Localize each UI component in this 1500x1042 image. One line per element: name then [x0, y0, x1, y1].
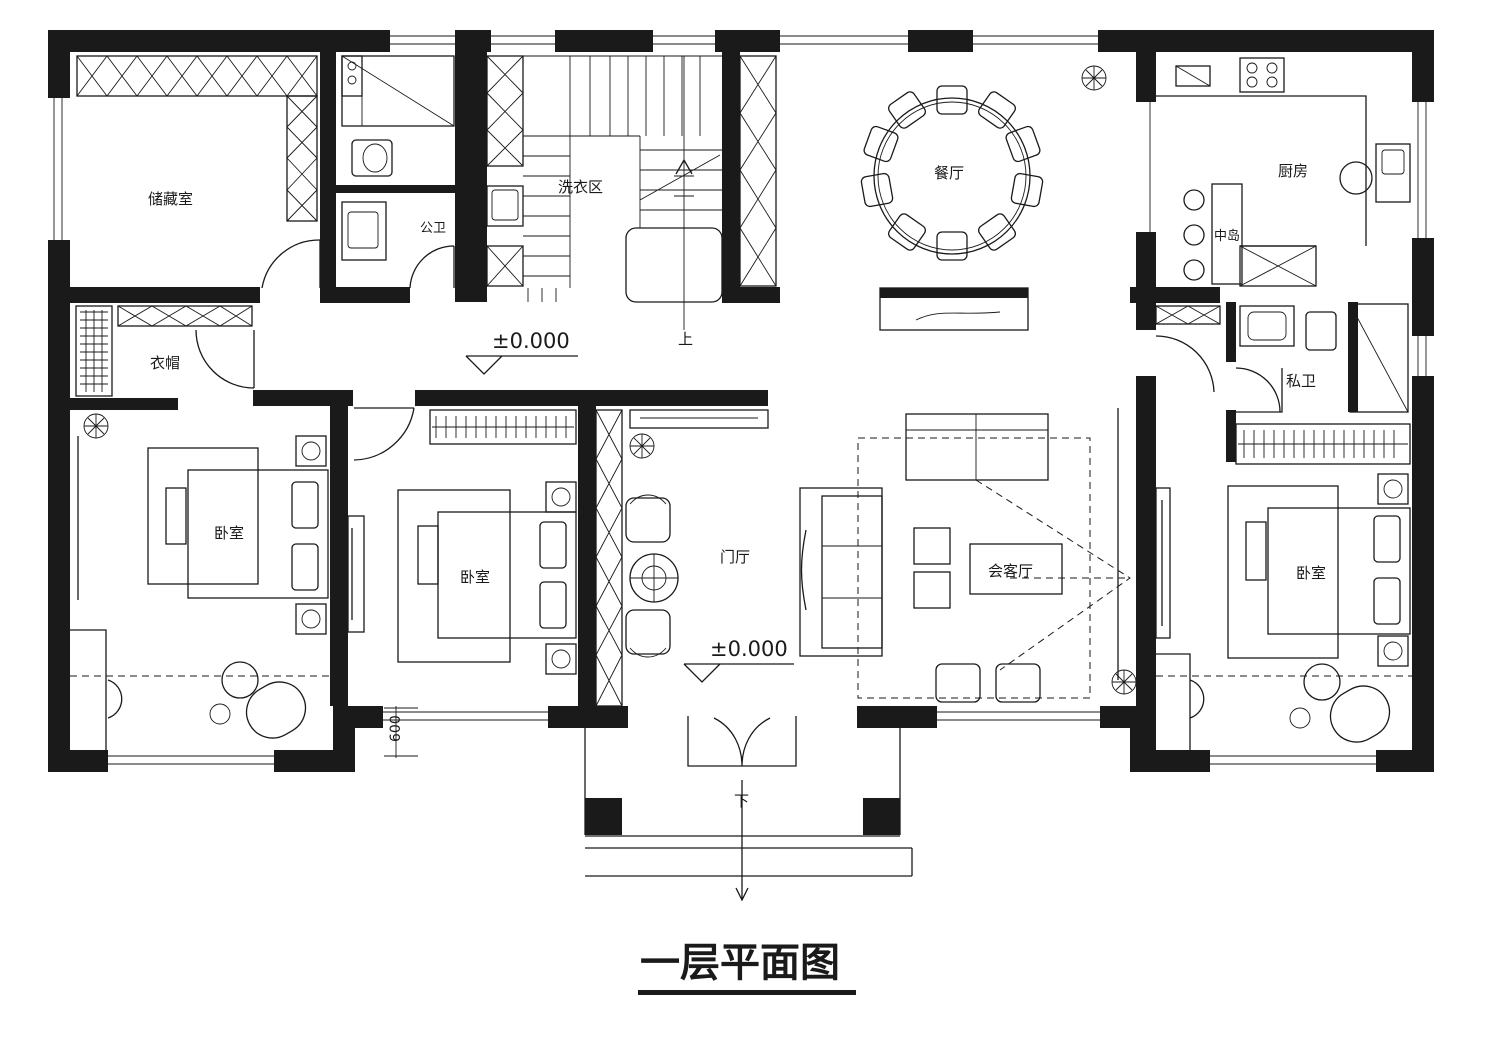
room-labels: 储藏室 公卫 洗衣区 餐厅 厨房 中岛 衣帽 私卫 卧室 卧室 门厅 会客厅 卧… — [148, 162, 1326, 810]
sideboard — [879, 287, 1029, 331]
kitchen-fixtures — [1149, 57, 1411, 287]
center-wall-cabinets — [739, 55, 777, 287]
level-marker-foyer: ±0.000 — [683, 637, 794, 683]
right-bedroom-furniture — [1155, 423, 1412, 750]
room-label-bedroom-mid: 卧室 — [460, 568, 490, 586]
dining-table — [860, 85, 1044, 261]
staircase — [523, 55, 723, 330]
plant-icon — [83, 413, 109, 439]
page-title: 一层平面图 — [640, 940, 840, 986]
stair-down-label: 下 — [734, 792, 749, 810]
walls — [48, 30, 1434, 835]
room-label-living: 会客厅 — [988, 562, 1033, 580]
room-label-dining: 餐厅 — [934, 164, 964, 182]
stair-up-label: 上 — [678, 330, 693, 348]
dimension-600: 600 — [384, 706, 418, 758]
level-label: ±0.000 — [492, 329, 570, 353]
storage-cabinets — [76, 55, 318, 222]
dimension-label: 600 — [388, 715, 404, 742]
left-bedroom-furniture — [70, 413, 330, 750]
storage-door — [261, 239, 321, 289]
plant-icon — [1081, 65, 1107, 91]
plan-title: 一层平面图 — [638, 940, 856, 995]
windows — [53, 35, 1427, 765]
room-label-bedroom-right: 卧室 — [1296, 564, 1326, 582]
room-label-bedroom-left: 卧室 — [214, 524, 244, 542]
laundry-cabinets — [486, 55, 557, 302]
mid-bedroom-door — [353, 407, 415, 461]
room-label-storage: 储藏室 — [148, 190, 193, 208]
porch — [584, 728, 913, 902]
plant-icon — [629, 433, 655, 459]
cloakroom-fixtures — [75, 305, 255, 397]
room-label-laundry: 洗衣区 — [558, 178, 603, 196]
middle-bedroom-furniture — [347, 409, 577, 675]
room-label-kitchen: 厨房 — [1278, 162, 1308, 180]
foyer-furniture — [595, 409, 797, 767]
living-room-furniture — [799, 408, 1137, 703]
room-label-cloakroom: 衣帽 — [150, 354, 180, 372]
room-label-island: 中岛 — [1214, 228, 1240, 244]
room-label-private-toilet: 私卫 — [1286, 372, 1316, 390]
public-toilet-fixtures — [341, 55, 455, 289]
room-label-foyer: 门厅 — [720, 548, 750, 566]
plant-icon — [1111, 669, 1137, 695]
private-toilet-fixtures — [1155, 303, 1409, 413]
level-label: ±0.000 — [710, 637, 788, 661]
level-marker-corridor: ±0.000 — [465, 329, 578, 375]
room-label-public-toilet: 公卫 — [420, 221, 446, 236]
